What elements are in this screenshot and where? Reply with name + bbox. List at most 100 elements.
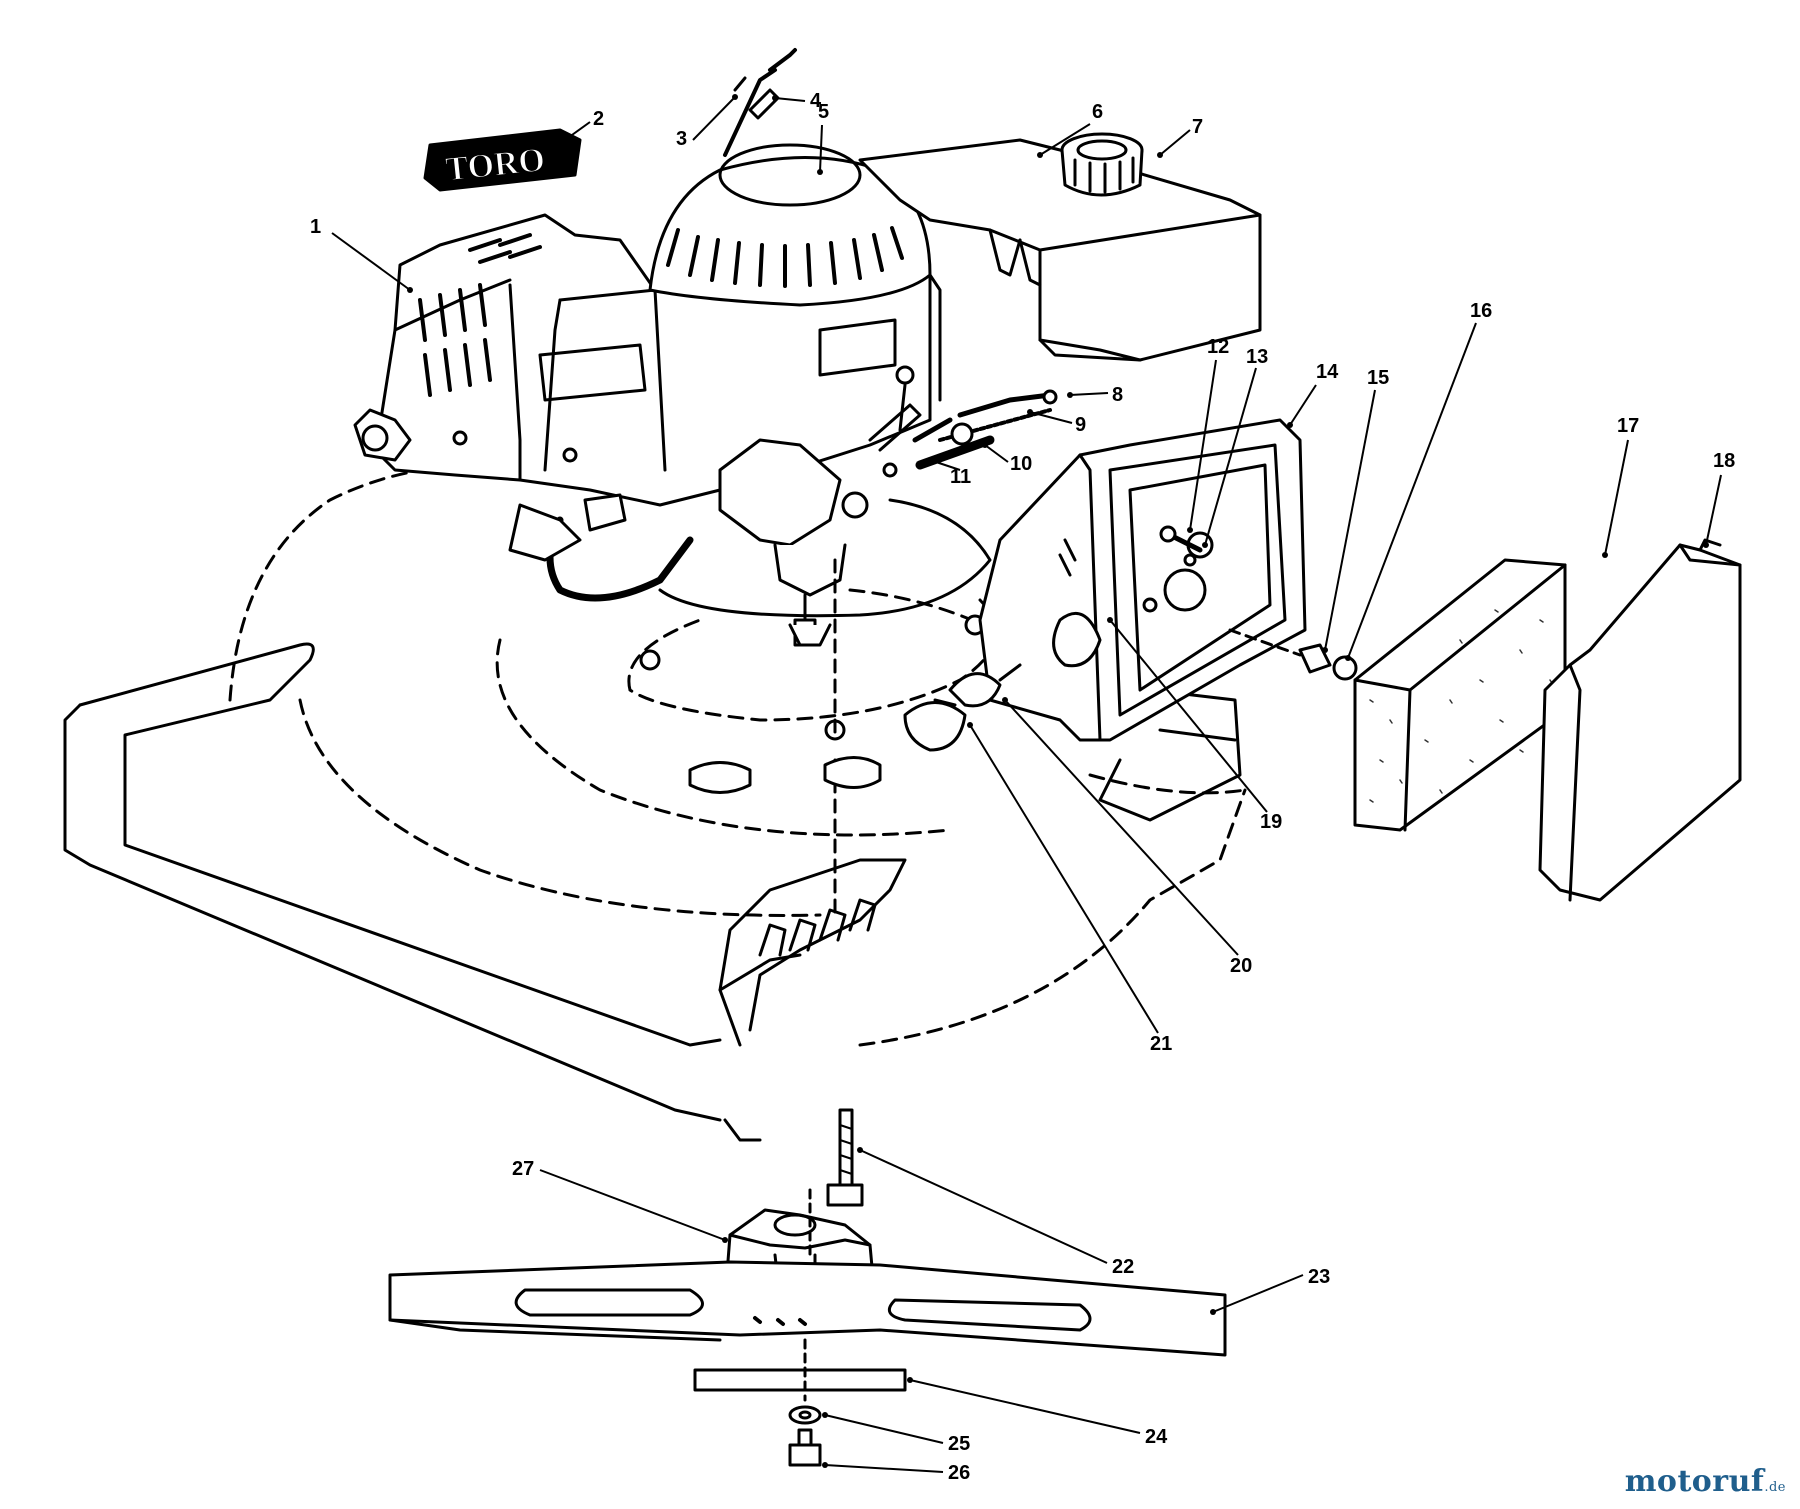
callout-label-17: 17 (1617, 415, 1639, 437)
callout-leader-11 (929, 459, 961, 471)
callout-leader-15 (1324, 389, 1376, 651)
callout-leader-18 (1705, 474, 1722, 546)
callout-dot-7 (1157, 152, 1163, 158)
callout-leaders (331, 96, 1722, 1473)
watermark-name: motoruf (1624, 1464, 1765, 1499)
callout-leader-3 (692, 96, 736, 141)
callout-label-3: 3 (676, 128, 687, 150)
callout-label-15: 15 (1367, 367, 1389, 389)
callout-leader-10 (984, 444, 1009, 463)
callout-leader-17 (1604, 439, 1629, 556)
callout-label-6: 6 (1092, 101, 1103, 123)
toro-decal (423, 128, 582, 192)
callout-label-19: 19 (1260, 811, 1282, 833)
callout-dot-2 (562, 137, 568, 143)
callout-leader-25 (824, 1414, 944, 1444)
callout-dot-10 (982, 442, 988, 448)
carburetor (718, 365, 1058, 647)
air-cleaner-plugs (903, 663, 1022, 752)
callout-leader-6 (1039, 123, 1091, 156)
callout-label-27: 27 (512, 1158, 534, 1180)
air-cleaner-cover (1538, 538, 1742, 902)
callout-label-11: 11 (950, 466, 971, 488)
callout-dot-18 (1703, 542, 1709, 548)
callout-label-16: 16 (1470, 300, 1492, 322)
callout-dot-12 (1187, 527, 1193, 533)
callout-leader-16 (1347, 322, 1477, 659)
callout-leader-24 (909, 1379, 1141, 1434)
callout-leader-2 (564, 121, 591, 141)
callout-label-18: 18 (1713, 450, 1735, 472)
air-filter-element (1353, 558, 1567, 832)
air-cleaner-body (978, 418, 1307, 742)
grommets (1228, 628, 1358, 681)
callout-leader-1 (331, 232, 411, 291)
callout-dot-16 (1345, 655, 1351, 661)
callout-dot-11 (927, 457, 933, 463)
washer-25 (788, 1405, 822, 1425)
callout-dot-25 (822, 1412, 828, 1418)
callout-dot-24 (907, 1377, 913, 1383)
callout-leader-5 (819, 124, 823, 173)
callout-leader-13 (1204, 367, 1257, 546)
blade-bolt-22 (826, 1108, 864, 1207)
deck-mount-plate (627, 498, 998, 922)
callout-dot-21 (967, 722, 973, 728)
callout-label-26: 26 (948, 1462, 970, 1484)
callout-label-14: 14 (1316, 361, 1339, 383)
callout-label-2: 2 (593, 108, 604, 130)
callout-dot-5 (817, 169, 823, 175)
callout-label-25: 25 (948, 1433, 970, 1455)
callout-leader-19 (1109, 619, 1268, 813)
callout-leader-12 (1189, 359, 1217, 531)
callout-label-4: 4 (810, 90, 822, 112)
callout-leader-7 (1159, 129, 1191, 156)
callout-dot-4 (772, 95, 778, 101)
callout-label-13: 13 (1246, 346, 1268, 368)
callout-leader-21 (969, 724, 1159, 1034)
callout-dot-6 (1037, 152, 1043, 158)
callout-leader-8 (1069, 392, 1109, 396)
callout-dot-19 (1107, 617, 1113, 623)
callout-leader-23 (1212, 1274, 1304, 1313)
bolt-26 (788, 1428, 822, 1467)
callout-dot-27 (722, 1237, 728, 1243)
callout-dot-22 (857, 1147, 863, 1153)
callout-leader-22 (859, 1149, 1108, 1264)
watermark-logo: motoruf.de (1625, 1464, 1786, 1499)
callout-dot-9 (1027, 409, 1033, 415)
fuel-tank (858, 132, 1262, 362)
callout-label-9: 9 (1075, 414, 1086, 436)
mower-deck (63, 464, 1247, 1142)
callout-label-22: 22 (1112, 1256, 1134, 1278)
mower-blade (388, 1260, 1227, 1357)
callout-dot-8 (1067, 392, 1073, 398)
callout-label-12: 12 (1207, 336, 1229, 358)
callout-label-5: 5 (818, 101, 829, 123)
callout-label-10: 10 (1010, 453, 1032, 475)
callout-dot-26 (822, 1462, 828, 1468)
callout-leader-20 (1004, 699, 1239, 956)
blade-stiffener (693, 1368, 907, 1392)
callout-label-23: 23 (1308, 1266, 1330, 1288)
callout-dot-23 (1210, 1309, 1216, 1315)
callout-dot-14 (1287, 422, 1293, 428)
callout-leader-14 (1289, 384, 1317, 426)
callout-leader-dots (407, 94, 1709, 1468)
callout-leader-26 (824, 1464, 944, 1473)
callout-dot-3 (732, 94, 738, 100)
callout-label-21: 21 (1150, 1033, 1172, 1055)
callout-label-7: 7 (1192, 116, 1203, 138)
callout-leader-9 (1029, 411, 1073, 424)
callout-dot-1 (407, 287, 413, 293)
callout-label-8: 8 (1112, 384, 1123, 406)
callout-dot-15 (1322, 647, 1328, 653)
callout-label-20: 20 (1230, 955, 1252, 977)
watermark-tld: .de (1764, 1480, 1786, 1495)
deck-vent-panel (718, 898, 877, 992)
callout-dot-17 (1602, 552, 1608, 558)
callout-label-24: 24 (1145, 1426, 1168, 1448)
